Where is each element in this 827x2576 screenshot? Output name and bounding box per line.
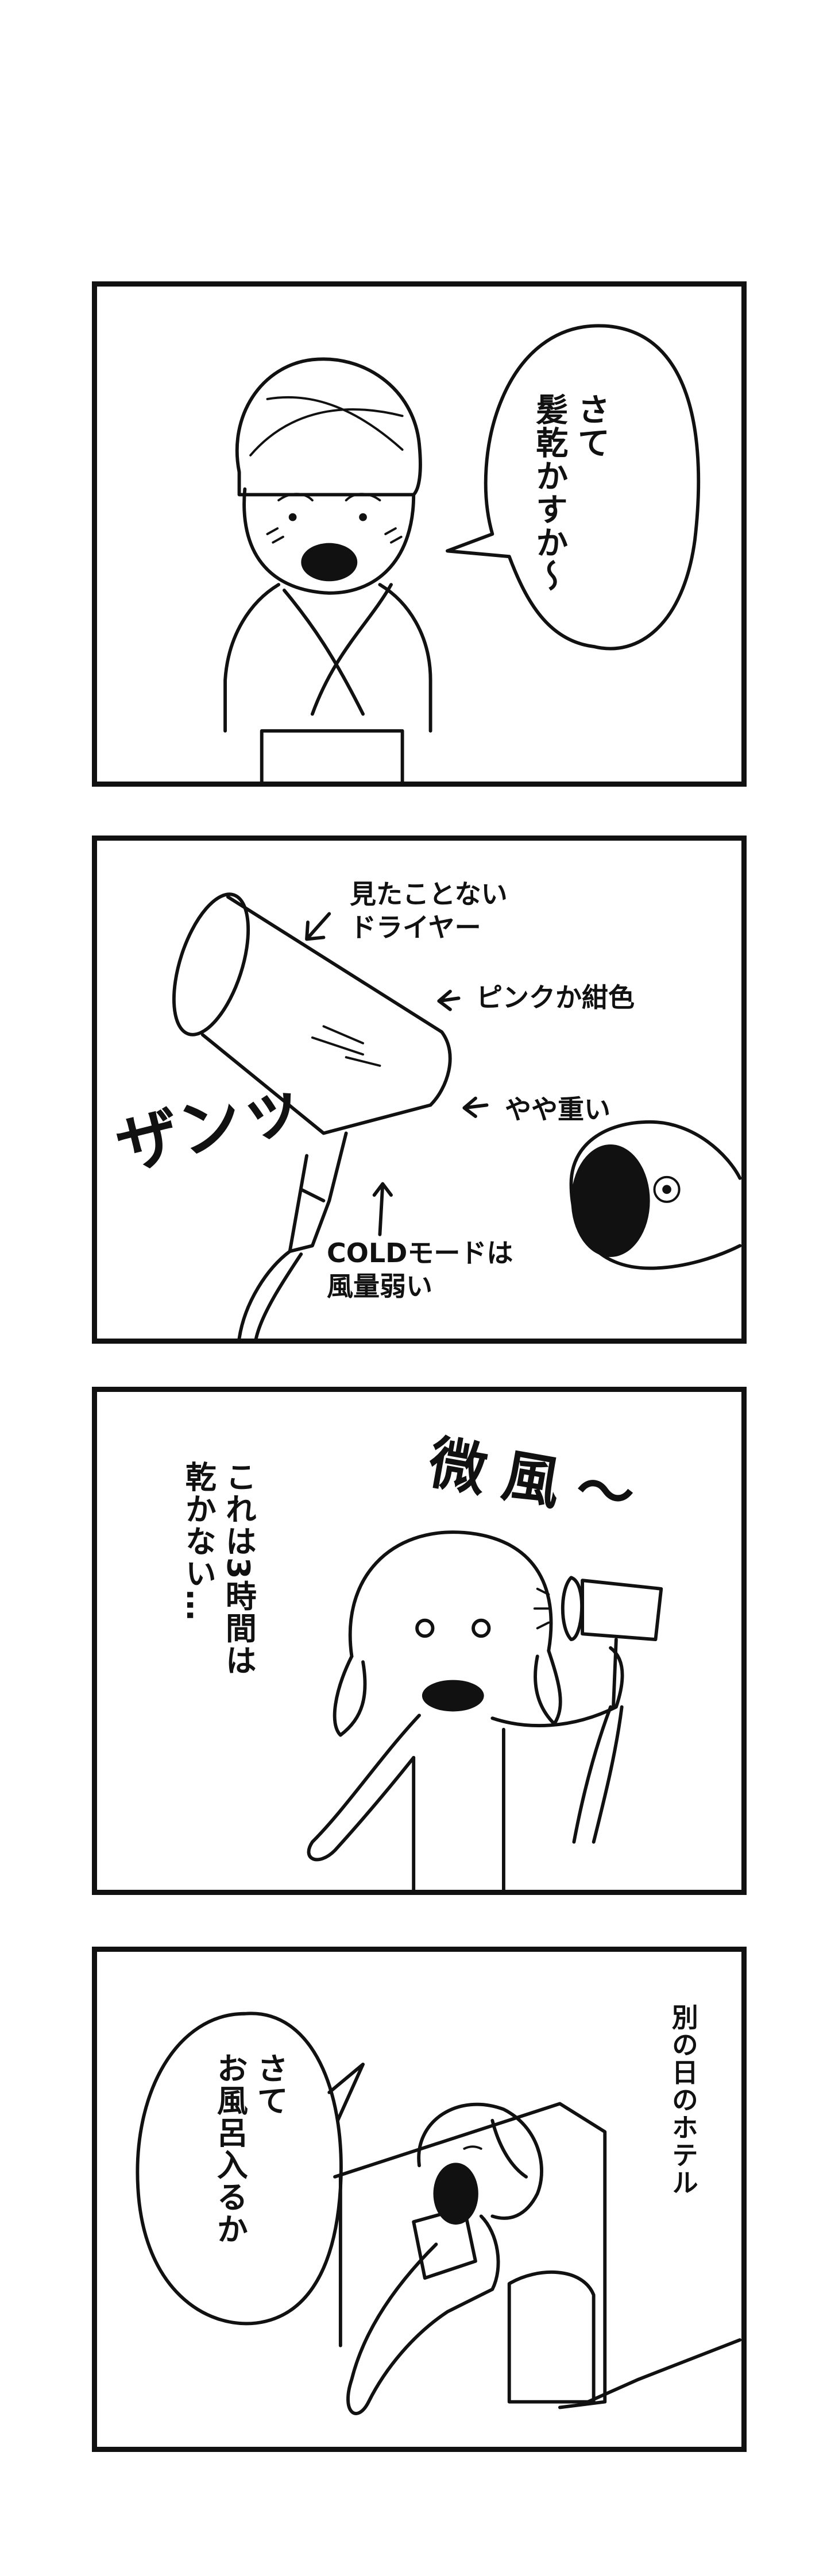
speech-line-2: 髪乾かすか〜 xyxy=(530,393,568,593)
caption-text: 別の日のホテル xyxy=(667,2003,699,2196)
comic-panel-2: 見たことない ドライヤー ピンクか紺色 やや重い COLDモードは 風量弱い ザ… xyxy=(92,836,747,1344)
comic-panel-3: これは3時間は 乾かない… 微風〜 xyxy=(92,1387,747,1895)
speech-text: さて お風呂入るか xyxy=(209,2052,289,2293)
label-never-seen: 見たことない ドライヤー xyxy=(350,879,508,943)
thought-line-1: これは3時間は xyxy=(220,1461,257,1677)
speech-line-2: お風呂入るか xyxy=(211,2052,248,2245)
mouth-hatch xyxy=(422,1680,484,1712)
onlooker-mouth-hatch xyxy=(571,1144,650,1257)
panel-4-illustration xyxy=(136,2012,741,2415)
speech-line-1: さて xyxy=(572,393,610,459)
comic-panel-4: さて お風呂入るか 別の日のホテル xyxy=(92,1947,747,2452)
speech-line-1: さて xyxy=(252,2052,288,2117)
mouth-hatch xyxy=(433,2163,478,2225)
panel-1-illustration xyxy=(223,324,701,782)
speech-text: さて 髪乾かすか〜 xyxy=(528,393,612,634)
mouth-hatch xyxy=(301,543,358,582)
panel-2-illustration xyxy=(172,892,741,1339)
label-color: ピンクか紺色 xyxy=(476,982,635,1013)
thought-line-2: 乾かない… xyxy=(180,1461,217,1622)
comic-panel-1: さて 髪乾かすか〜 xyxy=(92,281,747,787)
panel-3-illustration xyxy=(307,1530,663,1890)
label-cold-mode: COLDモードは 風量弱い xyxy=(327,1237,513,1302)
thought-text: これは3時間は 乾かない… xyxy=(177,1461,258,1782)
label-weight: やや重い xyxy=(505,1094,610,1125)
